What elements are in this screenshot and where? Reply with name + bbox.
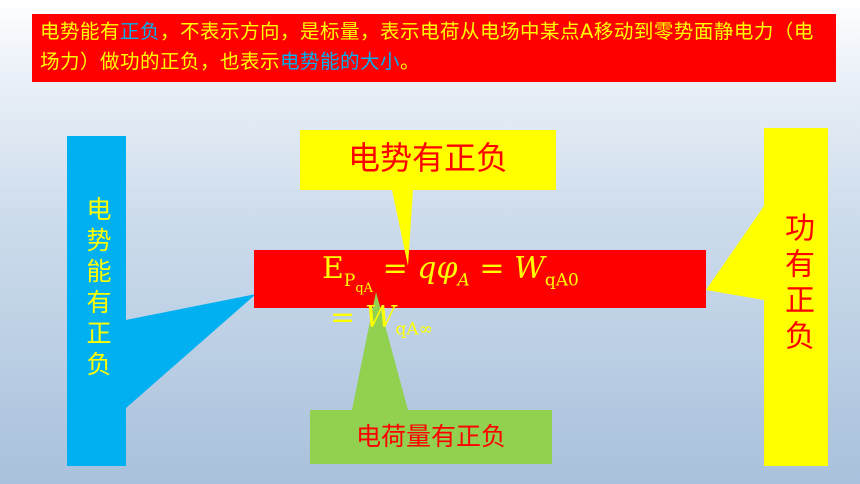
bottom-callout-label: 电荷量有正负 xyxy=(355,422,506,451)
formula-phi: φ xyxy=(436,251,458,286)
banner-text-1: 电势能有 xyxy=(40,20,121,43)
banner-highlight-2: 电势能的大小 xyxy=(280,50,401,73)
formula-phi-sub: A xyxy=(457,270,470,291)
left-callout-shape xyxy=(67,136,256,466)
banner-text-3: 。 xyxy=(400,50,421,73)
top-callout-label: 电势有正负 xyxy=(347,139,508,177)
formula-w1-sub: qA0 xyxy=(544,270,579,291)
right-callout-label: 功有正负 xyxy=(779,212,814,356)
formula-eq3: = xyxy=(330,300,365,336)
formula-w2: W xyxy=(364,300,396,336)
formula-box xyxy=(254,250,706,308)
formula-e: E xyxy=(322,251,344,286)
energy-formula: EPqA = qφA = WqA0 = WqA∞ xyxy=(322,252,579,347)
right-callout-shape xyxy=(706,128,828,466)
top-callout-shape xyxy=(300,130,556,266)
formula-w1: W xyxy=(514,251,545,286)
left-callout-label: 电势能有正负 xyxy=(83,196,112,382)
formula-eq2: = xyxy=(469,251,515,286)
formula-e-sub: P xyxy=(343,270,356,291)
formula-line-2: = WqA∞ xyxy=(330,301,579,347)
formula-e-subsub: qA xyxy=(355,280,374,296)
formula-q: q xyxy=(417,251,437,286)
description-banner: 电势能有正负，不表示方向，是标量，表示电荷从电场中某点A移动到零势面静电力（电场… xyxy=(32,14,836,82)
formula-w2-sub: qA∞ xyxy=(395,320,433,341)
bottom-callout-shape xyxy=(310,292,552,464)
banner-text-2: ，不表示方向，是标量，表示电荷从电场中某点A移动到零势面静电力（电场力）做功的正… xyxy=(40,20,814,73)
formula-eq1: = xyxy=(373,251,418,286)
banner-highlight-1: 正负 xyxy=(120,20,161,43)
